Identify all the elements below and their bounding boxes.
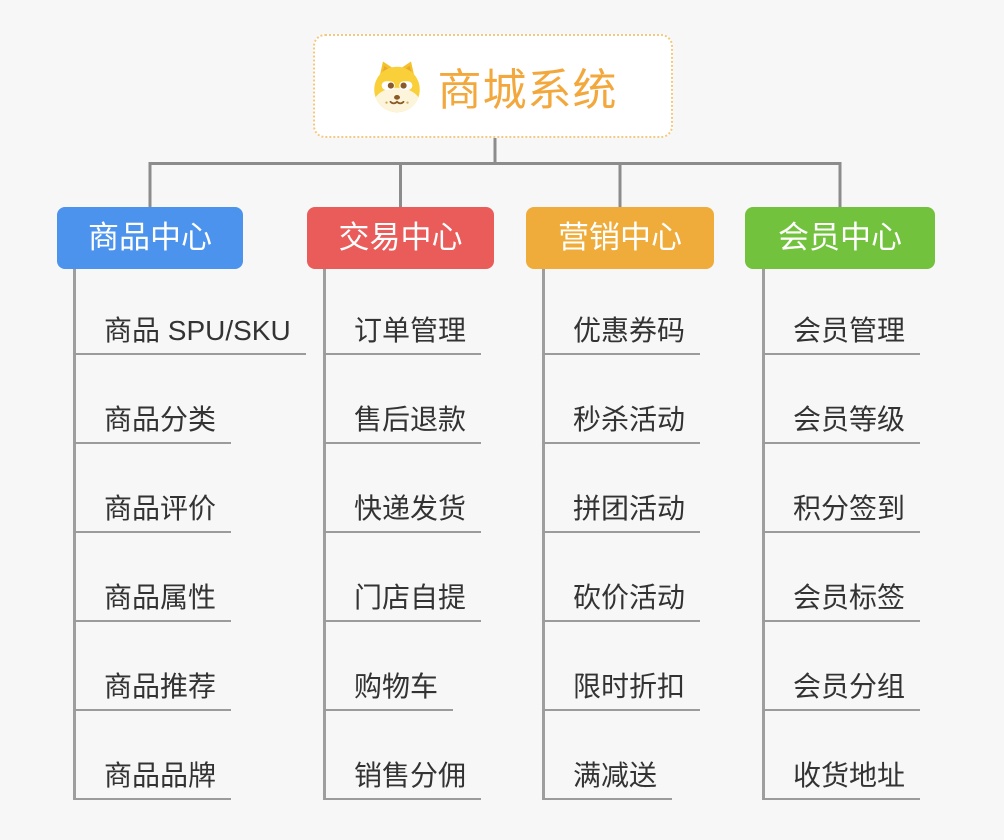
leaf-node[interactable]: 砍价活动 <box>543 576 701 622</box>
root-node[interactable]: 商城系统 <box>313 34 673 138</box>
leaf-node[interactable]: 订单管理 <box>324 309 482 355</box>
leaf-node[interactable]: 商品推荐 <box>74 665 232 711</box>
leaf-node[interactable]: 商品品牌 <box>74 754 232 800</box>
dog-face-icon <box>373 61 420 113</box>
leaf-node[interactable]: 秒杀活动 <box>543 398 701 444</box>
leaf-node[interactable]: 满减送 <box>543 754 673 800</box>
leaf-node[interactable]: 会员标签 <box>763 576 921 622</box>
root-title: 商城系统 <box>437 66 618 115</box>
branch-trunk-line <box>323 269 326 800</box>
branch-trunk-line <box>542 269 545 800</box>
leaf-node[interactable]: 积分签到 <box>763 487 921 533</box>
branch-trunk-line <box>73 269 76 800</box>
leaf-node[interactable]: 门店自提 <box>324 576 482 622</box>
leaf-node[interactable]: 会员等级 <box>763 398 921 444</box>
branch-node-4[interactable]: 会员中心 <box>745 207 935 269</box>
leaf-node[interactable]: 商品属性 <box>74 576 232 622</box>
leaf-node[interactable]: 商品评价 <box>74 487 232 533</box>
leaf-node[interactable]: 销售分佣 <box>324 754 482 800</box>
branch-node-1[interactable]: 商品中心 <box>57 207 243 269</box>
branch-node-3[interactable]: 营销中心 <box>526 207 714 269</box>
branch-node-2[interactable]: 交易中心 <box>307 207 494 269</box>
branch-trunk-line <box>762 269 765 800</box>
leaf-node[interactable]: 快递发货 <box>324 487 482 533</box>
leaf-node[interactable]: 商品分类 <box>74 398 232 444</box>
leaf-node[interactable]: 优惠券码 <box>543 309 701 355</box>
leaf-node[interactable]: 限时折扣 <box>543 665 701 711</box>
leaf-node[interactable]: 商品 SPU/SKU <box>74 309 306 355</box>
leaf-node[interactable]: 售后退款 <box>324 398 482 444</box>
leaf-node[interactable]: 购物车 <box>324 665 454 711</box>
leaf-node[interactable]: 会员管理 <box>763 309 921 355</box>
leaf-node[interactable]: 拼团活动 <box>543 487 701 533</box>
leaf-node[interactable]: 收货地址 <box>763 754 921 800</box>
leaf-node[interactable]: 会员分组 <box>763 665 921 711</box>
